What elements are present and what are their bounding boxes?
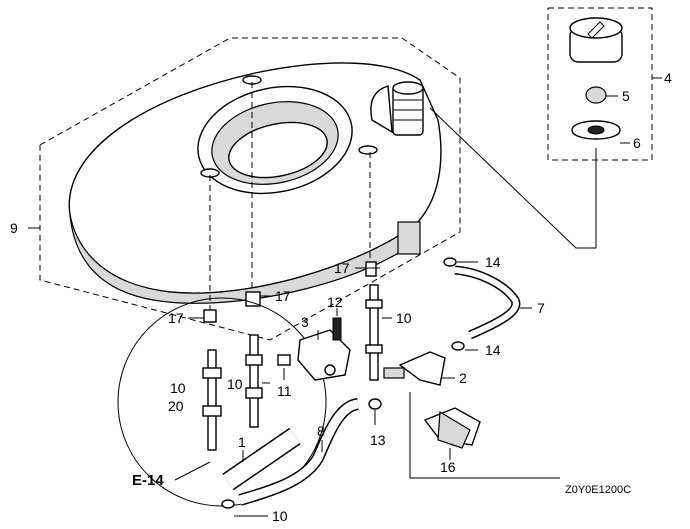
callout-6: 6: [633, 135, 641, 151]
callout-2: 2: [459, 370, 467, 386]
tube-1: [222, 427, 301, 491]
fuel-tank: [68, 62, 442, 304]
callout-17-b: 17: [275, 288, 291, 304]
reference-e14: E-14: [132, 472, 164, 489]
studs: [188, 261, 392, 381]
bracket-3: [277, 308, 351, 381]
callout-17-a: 17: [334, 260, 350, 276]
callout-13: 10: [272, 508, 288, 524]
callout-15: 13: [370, 432, 386, 448]
fuel-hose-7: [454, 265, 532, 340]
fuel-valve-2: [383, 351, 455, 386]
callout-14-b: 14: [485, 342, 501, 358]
callout-10-b: 10: [170, 380, 186, 396]
callout-17-c: 17: [168, 310, 184, 326]
callout-10-a: 10: [396, 310, 412, 326]
boss-leaders: [209, 82, 371, 310]
callout-20: 20: [168, 398, 184, 414]
clips-14: [443, 257, 478, 351]
fuel-hose-8: [238, 398, 360, 506]
callout-10-c: 10: [227, 376, 243, 392]
diagram-code: Z0Y0E1200C: [565, 484, 631, 496]
callout-4: 4: [664, 70, 672, 86]
clip-15: [368, 398, 382, 425]
callout-16: 16: [440, 459, 456, 475]
callout-11: 11: [277, 383, 292, 399]
frame-lines: [28, 37, 461, 341]
callout-8: 8: [317, 423, 325, 439]
valve-16-inset: [409, 392, 560, 479]
callout-14-a: 14: [485, 254, 501, 270]
fuel-cap-group: [429, 7, 662, 249]
clip-13: [221, 499, 268, 517]
callout-3: 3: [301, 314, 309, 330]
callout-5: 5: [622, 88, 630, 104]
callout-labels: 9 4 5 6 14 7 14 2 17 17 17 12 10 3 11 10…: [10, 70, 672, 524]
callout-7: 7: [537, 300, 545, 316]
callout-1: 1: [238, 434, 246, 450]
callout-9: 9: [10, 220, 18, 236]
callout-12: 12: [327, 294, 343, 310]
